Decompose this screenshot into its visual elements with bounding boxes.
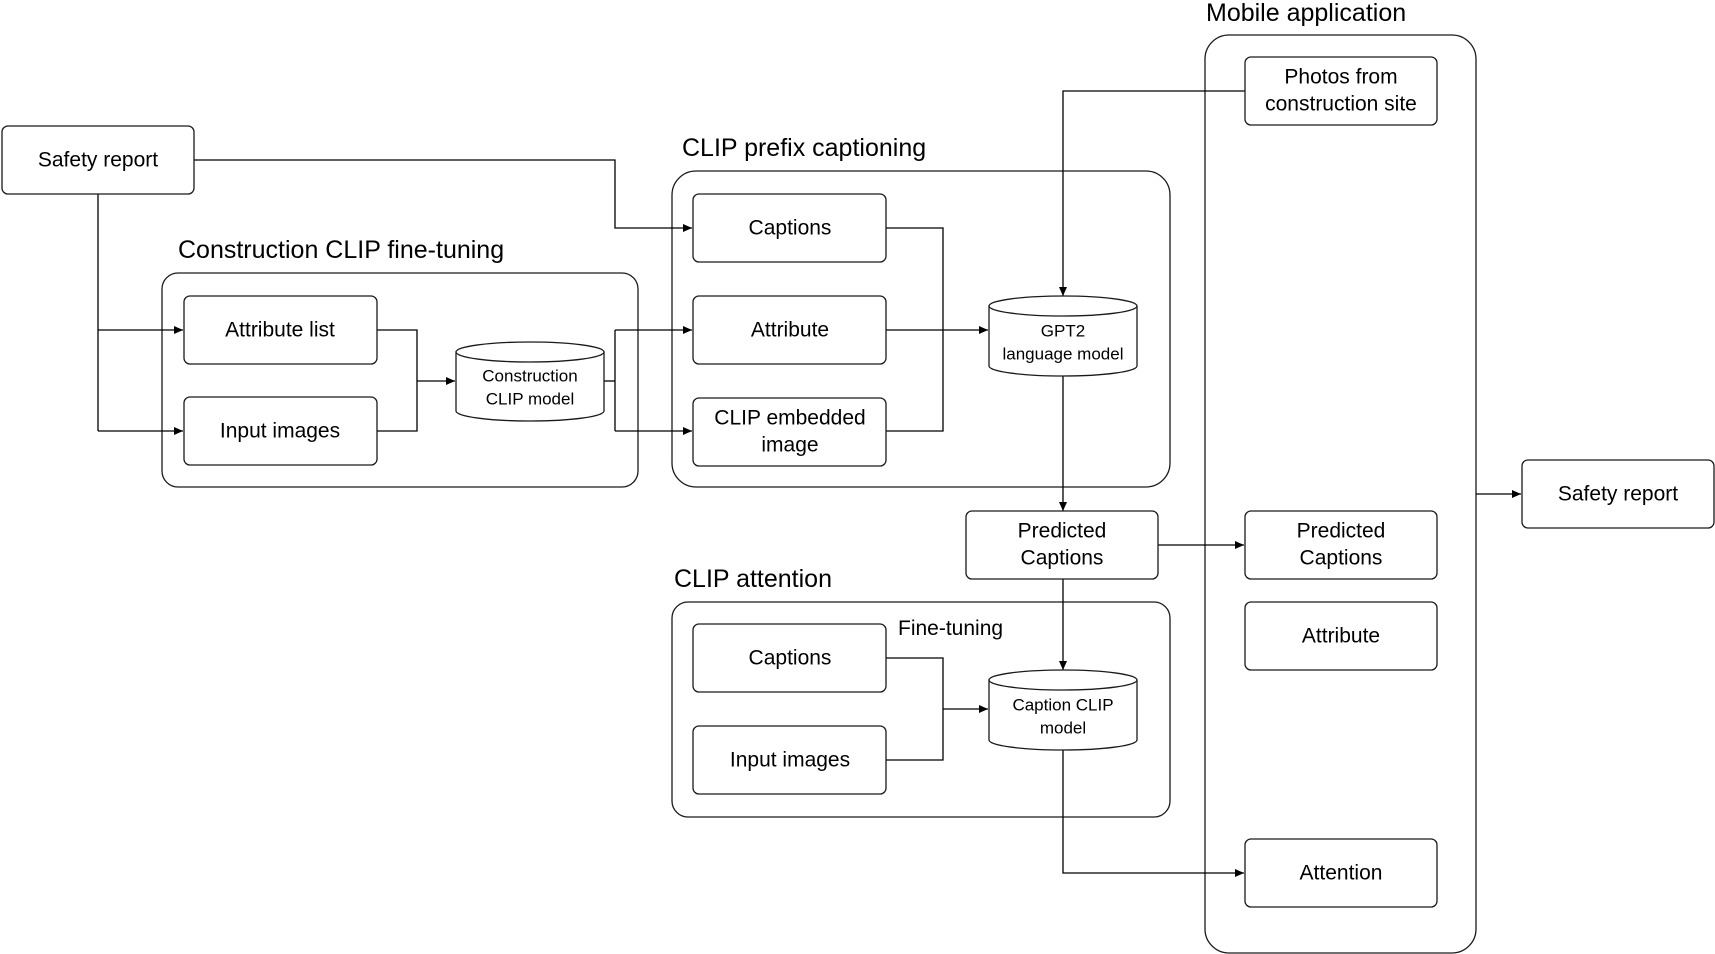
construction-clip-model-label-1: Construction [482, 367, 577, 386]
clip-embedded-image-label-1: CLIP embedded [714, 407, 865, 430]
input-images-finetune-label: Input images [220, 420, 340, 443]
predicted-captions-mid-label-1: Predicted [1018, 520, 1107, 543]
fine-tuning-label: Fine-tuning [898, 617, 1003, 640]
captions-attention-node: Captions [692, 623, 887, 693]
finetune-group-title: Construction CLIP fine-tuning [178, 236, 504, 264]
wire-attention-merge [886, 657, 944, 761]
safety-report-input: Safety report [1, 125, 195, 195]
gpt2-model-cylinder: GPT2 language model [988, 295, 1138, 377]
clip-embedded-image-node: CLIP embedded image [692, 397, 887, 467]
input-images-attention-node: Input images [692, 725, 887, 795]
predicted-captions-app-label-2: Captions [1300, 547, 1383, 570]
input-images-attention-label: Input images [730, 749, 850, 772]
photos-site-node: Photos from construction site [1244, 56, 1438, 126]
construction-clip-model-label-2: CLIP model [486, 390, 575, 409]
construction-clip-model-cylinder: Construction CLIP model [455, 341, 605, 422]
attribute-list-node: Attribute list [183, 295, 378, 365]
safety-report-input-label: Safety report [38, 149, 158, 172]
captions-prefix-node: Captions [692, 193, 887, 263]
mobile-group: Mobile application [1204, 0, 1477, 954]
gpt2-model-label-1: GPT2 [1041, 322, 1085, 341]
attribute-prefix-label: Attribute [751, 319, 829, 342]
caption-clip-model-label-1: Caption CLIP [1012, 696, 1113, 715]
caption-clip-model-label-2: model [1040, 719, 1086, 738]
attribute-app-label: Attribute [1302, 625, 1380, 648]
input-images-finetune-node: Input images [183, 396, 378, 466]
captions-attention-label: Captions [749, 647, 832, 670]
clip-embedded-image-label-2: image [761, 434, 818, 457]
wire-report-to-captions [194, 159, 692, 232]
predicted-captions-app-node: Predicted Captions [1244, 510, 1438, 580]
safety-report-output: Safety report [1521, 459, 1715, 529]
predicted-captions-app-label-1: Predicted [1297, 520, 1386, 543]
predicted-captions-mid-node: Predicted Captions [965, 510, 1159, 580]
gpt2-model-label-2: language model [1003, 345, 1124, 364]
attribute-app-node: Attribute [1244, 601, 1438, 671]
photos-site-label-1: Photos from [1284, 66, 1397, 89]
wire-ft-merge [377, 329, 418, 432]
photos-site-label-2: construction site [1265, 93, 1417, 116]
caption-clip-model-cylinder: Caption CLIP model [988, 669, 1138, 751]
safety-report-output-label: Safety report [1558, 483, 1678, 506]
finetune-group: Construction CLIP fine-tuning [161, 236, 639, 488]
predicted-captions-mid-label-2: Captions [1021, 547, 1104, 570]
mobile-group-title: Mobile application [1206, 0, 1406, 27]
attribute-list-label: Attribute list [225, 319, 335, 342]
connectors [97, 90, 1521, 877]
wire-caption-model-to-attention [1062, 750, 1244, 877]
attention-app-node: Attention [1244, 838, 1438, 908]
attribute-prefix-node: Attribute [692, 295, 887, 365]
prefix-group: CLIP prefix captioning [671, 134, 1171, 488]
attention-group-title: CLIP attention [674, 565, 832, 593]
prefix-group-title: CLIP prefix captioning [682, 134, 926, 162]
captions-prefix-label: Captions [749, 217, 832, 240]
attention-group: CLIP attention [671, 565, 1171, 818]
wire-photos-to-gpt2 [1059, 90, 1245, 296]
attention-app-label: Attention [1300, 862, 1383, 885]
